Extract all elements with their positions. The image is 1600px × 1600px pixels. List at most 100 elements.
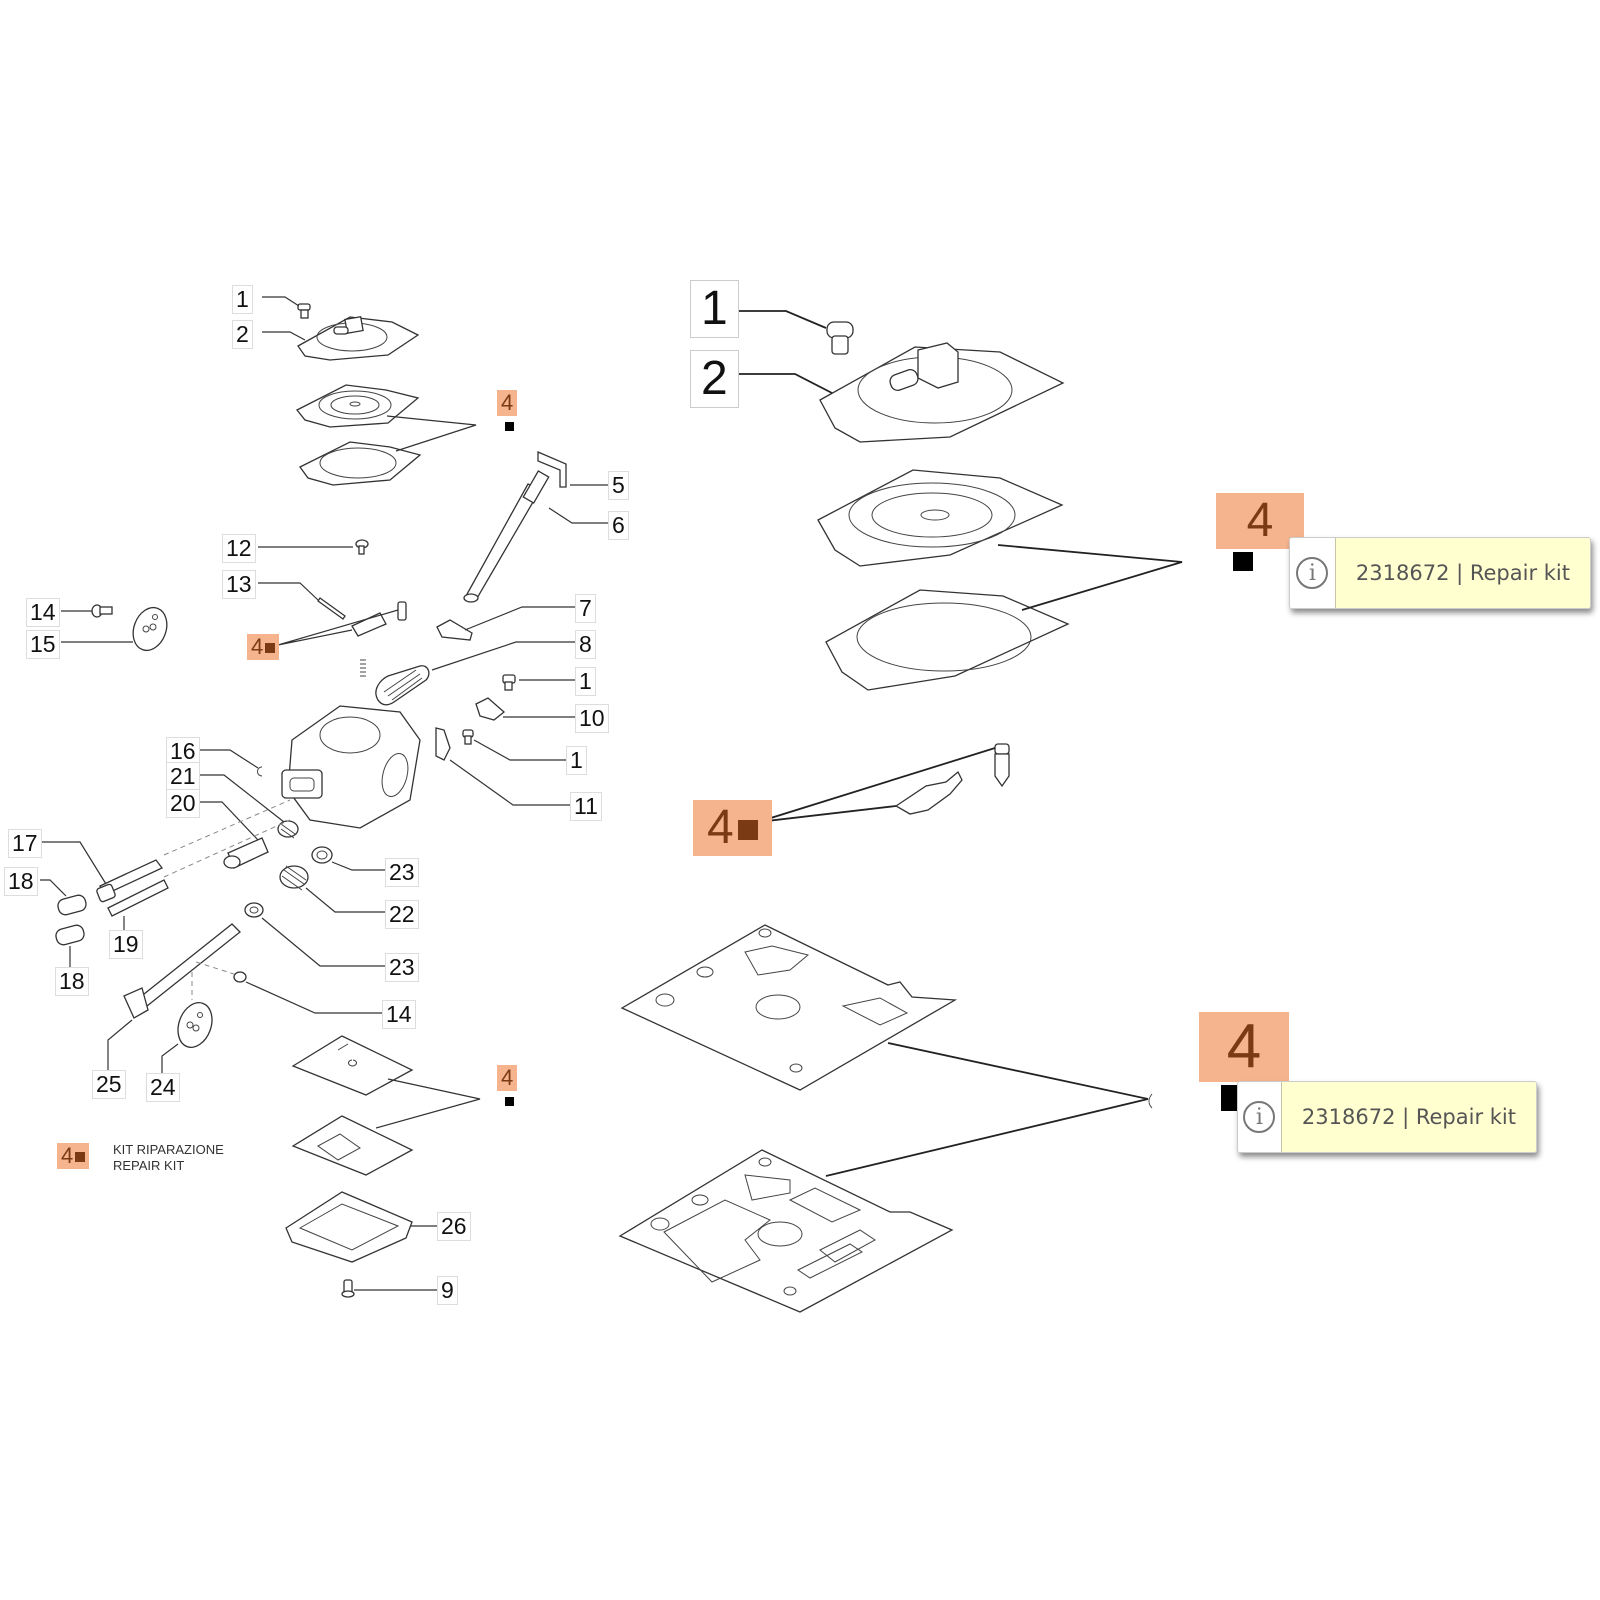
repair-kit-square-icon — [1221, 1085, 1237, 1111]
callout-18-upper[interactable]: 18 — [4, 867, 38, 896]
repair-kit-square-icon — [505, 1097, 514, 1106]
part-screw-14-top[interactable] — [91, 604, 113, 618]
info-icon: i — [1296, 557, 1329, 589]
part-screw-14-low[interactable] — [233, 971, 247, 983]
part-screw-9[interactable] — [341, 1279, 355, 1298]
callout-18-lower[interactable]: 18 — [55, 967, 89, 996]
part-tooltip: i 2318672 | Repair kit — [1237, 1081, 1537, 1153]
callout-2[interactable]: 2 — [232, 320, 253, 349]
legend-line-italian: KIT RIPARAZIONE — [113, 1142, 224, 1157]
legend-text: KIT RIPARAZIONE REPAIR KIT — [113, 1142, 224, 1174]
part-inlet-needle-small[interactable] — [351, 601, 407, 637]
part-choke-plate-24[interactable] — [172, 998, 218, 1052]
callout-19[interactable]: 19 — [109, 930, 143, 959]
repair-kit-square-icon — [75, 1152, 86, 1163]
repair-kit-square-icon — [737, 820, 758, 841]
callout-8[interactable]: 8 — [575, 630, 596, 659]
part-screw-1-mid[interactable] — [502, 674, 516, 691]
part-pump-diaphragm-kit[interactable] — [295, 384, 420, 428]
part-screw-1-low[interactable] — [462, 729, 474, 745]
part-lever-7[interactable] — [436, 619, 473, 641]
callout-6[interactable]: 6 — [608, 511, 629, 540]
callout-11[interactable]: 11 — [570, 792, 602, 821]
info-icon: i — [1243, 1101, 1276, 1133]
part-screw-12[interactable] — [355, 539, 369, 555]
callout-2-large[interactable]: 2 — [690, 350, 739, 408]
part-pump-cover-2[interactable] — [297, 315, 420, 361]
callout-25[interactable]: 25 — [92, 1070, 126, 1099]
callout-1-low[interactable]: 1 — [566, 746, 587, 775]
repair-kit-callout-pump[interactable]: 4 — [497, 390, 518, 416]
callout-5[interactable]: 5 — [608, 471, 629, 500]
callout-26[interactable]: 26 — [437, 1212, 471, 1241]
part-metering-gasket-large[interactable] — [620, 924, 958, 1091]
callout-14[interactable]: 14 — [26, 598, 60, 627]
callout-14-low[interactable]: 14 — [382, 1000, 416, 1029]
callout-13[interactable]: 13 — [222, 570, 256, 599]
repair-kit-callout-metering[interactable]: 4 — [497, 1065, 518, 1091]
part-screw-1-large[interactable] — [826, 321, 854, 355]
part-clip-16[interactable] — [257, 766, 263, 777]
part-spring-22[interactable] — [279, 865, 309, 891]
part-jet-20[interactable] — [223, 837, 269, 869]
part-bracket-10[interactable] — [475, 697, 506, 721]
legend-kit-number: 4 — [61, 1143, 74, 1168]
callout-22[interactable]: 22 — [385, 900, 419, 929]
part-seal-23-upper[interactable] — [311, 846, 333, 864]
part-carburetor-body[interactable] — [281, 705, 421, 829]
repair-kit-callout-inlet[interactable]: 4 — [247, 634, 280, 660]
callout-1-mid[interactable]: 1 — [575, 667, 596, 696]
repair-kit-callout-large-inlet[interactable]: 4 — [693, 800, 772, 856]
part-inlet-lever-large[interactable] — [894, 770, 963, 815]
part-spring-small[interactable] — [360, 659, 366, 677]
callout-10[interactable]: 10 — [575, 704, 609, 733]
callout-7[interactable]: 7 — [575, 594, 596, 623]
part-pump-gasket-large[interactable] — [825, 589, 1070, 691]
part-spring-8[interactable] — [375, 665, 430, 706]
callout-23-lower[interactable]: 23 — [385, 953, 419, 982]
tooltip-text: 2318672 | Repair kit — [1281, 1082, 1536, 1152]
repair-kit-square-icon — [1233, 552, 1253, 571]
part-bracket-11[interactable] — [435, 727, 451, 761]
part-pin-13[interactable] — [317, 597, 346, 620]
repair-kit-square-icon — [265, 643, 276, 654]
legend-kit-marker: 4 — [57, 1143, 90, 1169]
part-metering-gasket-small[interactable] — [291, 1035, 414, 1096]
kit-number: 4 — [251, 634, 264, 659]
part-needle-17[interactable] — [96, 859, 164, 903]
part-cap-18a[interactable] — [56, 894, 87, 917]
part-pump-diaphragm-large[interactable] — [817, 469, 1064, 567]
part-screw-1-top[interactable] — [297, 303, 311, 319]
part-seal-23-lower[interactable] — [244, 902, 264, 918]
part-inlet-needle-large[interactable] — [994, 743, 1010, 788]
repair-kit-square-icon — [505, 422, 514, 431]
tooltip-icon-cell: i — [1290, 538, 1336, 608]
part-choke-plate-15[interactable] — [127, 603, 172, 655]
callout-23-upper[interactable]: 23 — [385, 858, 419, 887]
callout-12[interactable]: 12 — [222, 534, 256, 563]
part-metering-cover-26[interactable] — [285, 1191, 413, 1263]
part-pump-gasket-kit[interactable] — [299, 441, 422, 486]
legend-line-english: REPAIR KIT — [113, 1158, 185, 1173]
callout-24[interactable]: 24 — [146, 1073, 180, 1102]
part-tooltip: i 2318672 | Repair kit — [1289, 537, 1591, 609]
callout-9[interactable]: 9 — [437, 1276, 458, 1305]
tooltip-text: 2318672 | Repair kit — [1335, 538, 1590, 608]
part-cap-18b[interactable] — [54, 924, 85, 947]
part-metering-diaphragm-large[interactable] — [618, 1149, 954, 1313]
part-needle-19[interactable] — [107, 879, 169, 917]
callout-20[interactable]: 20 — [166, 789, 200, 818]
part-throttle-shaft-5-6[interactable] — [463, 451, 567, 603]
part-choke-shaft-25[interactable] — [123, 923, 241, 1019]
callout-16[interactable]: 16 — [166, 737, 200, 766]
part-pump-cover-2-large[interactable] — [819, 342, 1065, 443]
part-metering-diaphragm-small[interactable] — [291, 1115, 414, 1176]
callout-21[interactable]: 21 — [166, 762, 200, 791]
repair-kit-callout-large-metering[interactable]: 4 — [1199, 1012, 1289, 1082]
callout-17[interactable]: 17 — [8, 829, 42, 858]
callout-1-large[interactable]: 1 — [690, 280, 739, 338]
tooltip-icon-cell: i — [1238, 1082, 1282, 1152]
callout-1[interactable]: 1 — [232, 285, 253, 314]
callout-15[interactable]: 15 — [26, 630, 60, 659]
